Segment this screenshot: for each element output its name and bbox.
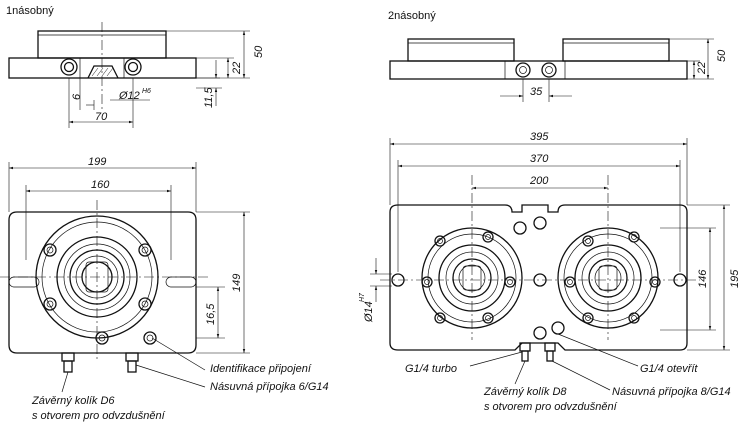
- callout-turbo: G1/4 turbo: [405, 363, 457, 375]
- dim-single-slot: 16,5: [205, 303, 217, 325]
- single-side-view: [8, 22, 250, 128]
- dim-double-spacing: 35: [530, 86, 543, 98]
- callout-plug: Násuvná přípojka 6/G14: [210, 381, 329, 393]
- dim-single-spacing: 70: [95, 111, 108, 123]
- dim-double-width: 395: [530, 131, 549, 143]
- callout-open: G1/4 otevřít: [640, 363, 698, 375]
- title-single: 1násobný: [6, 5, 54, 17]
- dim-single-holes: 160: [91, 179, 110, 191]
- dim-double-base: 22: [696, 62, 708, 75]
- dim-single-offset: 11,5: [203, 87, 215, 108]
- callout-ident: Identifikace připojení: [210, 363, 312, 375]
- single-top-view: [0, 162, 250, 393]
- dim-double-depth: 195: [729, 269, 741, 288]
- dim-single-width: 199: [88, 156, 106, 168]
- callout-lock-pin-2: Závěrný kolík D8: [483, 386, 567, 398]
- dim-single-height: 50: [253, 45, 265, 58]
- dim-double-inner: 146: [697, 269, 709, 288]
- dim-single-bore: Ø12: [118, 90, 140, 102]
- dim-single-depth: 149: [231, 274, 243, 292]
- callout-plug-2: Násuvná přípojka 8/G14: [612, 386, 731, 398]
- double-top-view: [370, 138, 730, 391]
- callout-lock-pin-1: Závěrný kolík D6: [31, 395, 115, 407]
- dim-single-base: 22: [231, 62, 243, 75]
- dim-single-bore-tol: H6: [142, 88, 151, 95]
- title-double: 2násobný: [388, 10, 436, 22]
- dim-double-height: 50: [716, 49, 728, 62]
- callout-lock-pin-2b: s otvorem pro odvzdušnění: [484, 401, 618, 413]
- dim-double-bore-tol: H7: [359, 292, 366, 302]
- callout-lock-pin-1b: s otvorem pro odvzdušnění: [32, 410, 166, 422]
- dim-double-holes: 370: [530, 153, 549, 165]
- dim-double-pitch: 200: [529, 175, 549, 187]
- dim-single-pin: 6: [71, 93, 83, 100]
- dim-double-bore: Ø14: [363, 301, 375, 323]
- double-side-view: [389, 38, 714, 102]
